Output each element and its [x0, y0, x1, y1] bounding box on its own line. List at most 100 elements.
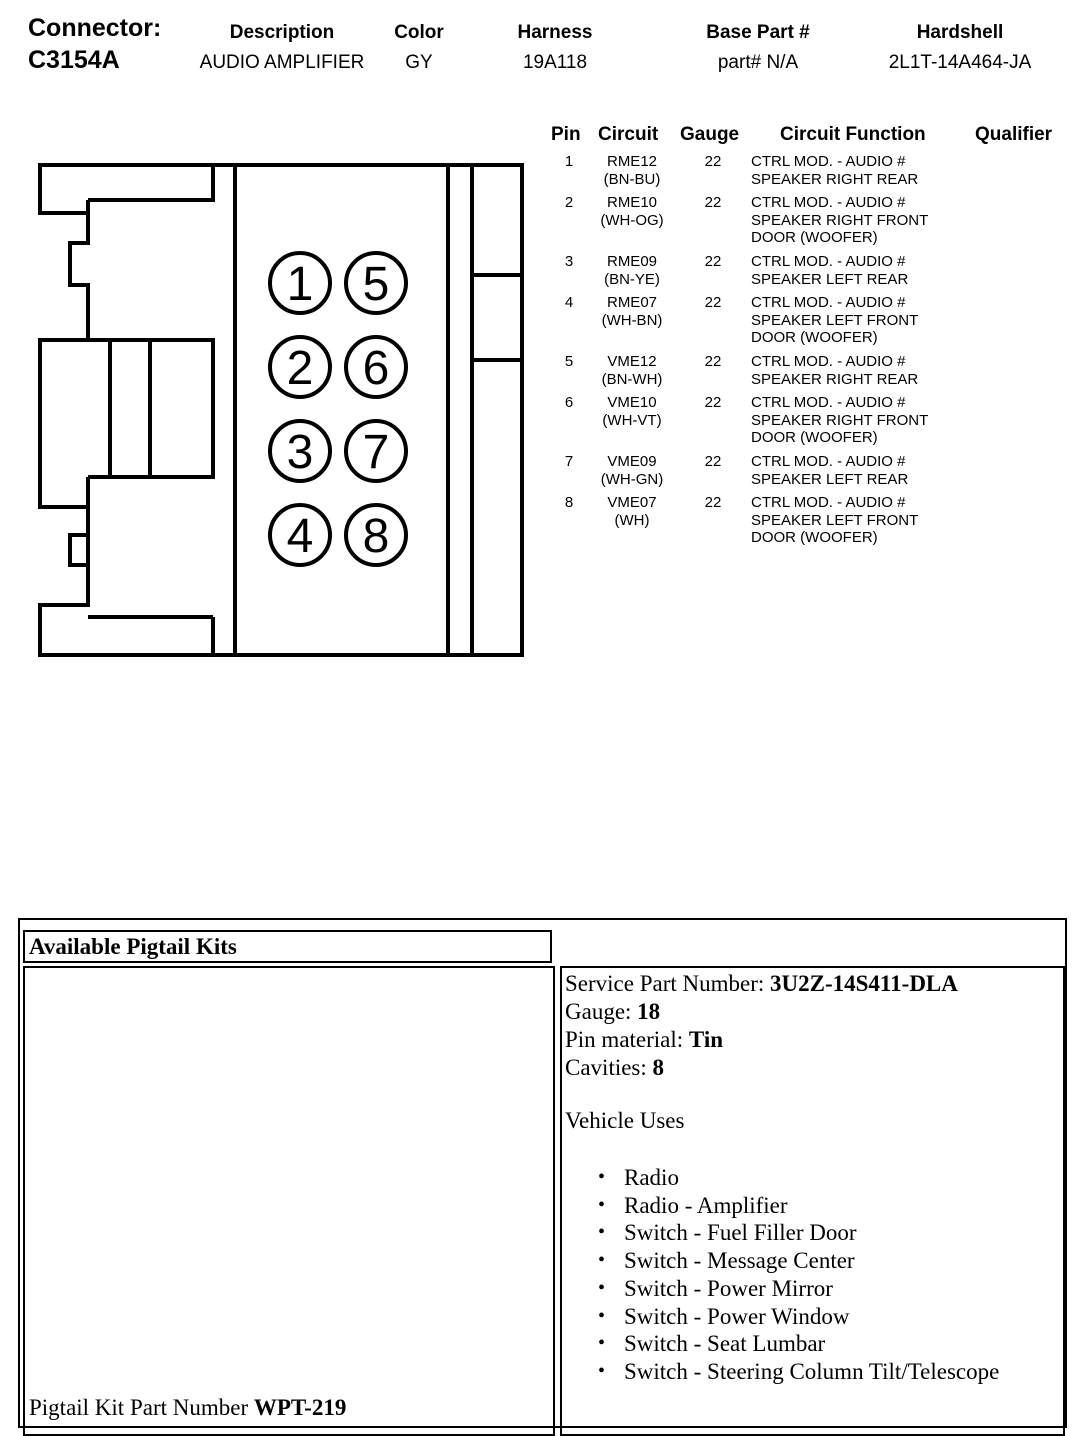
function-line: SPEAKER LEFT FRONT: [751, 511, 919, 529]
pin-gauge: 22: [704, 394, 722, 411]
vehicle-use-item: Switch - Seat Lumbar: [562, 1330, 999, 1358]
harness-value: 19A118: [522, 52, 588, 73]
pin-label-4: 4: [287, 510, 314, 563]
pin-gauge: 22: [704, 494, 722, 511]
function-line: SPEAKER LEFT REAR: [751, 470, 909, 488]
vehicle-use-item: Switch - Message Center: [562, 1247, 999, 1275]
hardshell-value: 2L1T-14A464-JA: [888, 52, 1032, 73]
pin-label-6: 6: [363, 342, 390, 395]
pin-circuit: RME09(BN-YE): [592, 253, 672, 288]
pin-column-header: Pin: [551, 124, 581, 145]
function-line: SPEAKER LEFT FRONT: [751, 311, 919, 329]
connector-label: Connector:: [28, 14, 162, 42]
vehicle-use-item: Switch - Steering Column Tilt/Telescope: [562, 1358, 999, 1386]
pin-number: 3: [564, 253, 574, 270]
circuit-color: (BN-WH): [601, 370, 663, 388]
pin-number: 4: [564, 294, 574, 311]
pigtail-details-cell: Service Part Number: 3U2Z-14S411-DLA Gau…: [560, 966, 1065, 1436]
function-line: SPEAKER RIGHT REAR: [751, 170, 919, 188]
base-part-value: part# N/A: [717, 52, 799, 73]
pin-gauge: 22: [704, 194, 722, 211]
pin-circle-8: [344, 503, 408, 567]
pin-number: 7: [564, 453, 574, 470]
color-header: Color: [394, 22, 444, 43]
pin-material-line: Pin material: Tin: [565, 1026, 958, 1054]
pin-circle-4: [268, 503, 332, 567]
function-line: CTRL MOD. - AUDIO #: [751, 453, 906, 470]
circuit-color: (WH-GN): [600, 470, 664, 488]
pigtail-kit-part-number: Pigtail Kit Part Number WPT-219: [29, 1395, 346, 1421]
pigtail-kits-panel: Available Pigtail Kits Pigtail Kit Part …: [18, 918, 1067, 1436]
function-line: CTRL MOD. - AUDIO #: [751, 153, 906, 170]
function-line: CTRL MOD. - AUDIO #: [751, 494, 906, 511]
vehicle-use-item: Switch - Fuel Filler Door: [562, 1219, 999, 1247]
service-part-line: Service Part Number: 3U2Z-14S411-DLA: [565, 970, 958, 998]
pin-label-7: 7: [363, 426, 390, 479]
circuit-code: VME09: [607, 453, 657, 470]
circuit-code: VME07: [607, 494, 657, 511]
pin-gauge: 22: [704, 253, 722, 270]
pin-row: 3 RME09(BN-YE) 22 CTRL MOD. - AUDIO #SPE…: [540, 253, 1080, 294]
pin-circuit: VME12(BN-WH): [592, 353, 672, 388]
pin-circle-3: [268, 419, 332, 483]
connector-id: C3154A: [28, 46, 120, 74]
pin-number: 5: [564, 353, 574, 370]
gauge-line: Gauge: 18: [565, 998, 958, 1026]
pigtail-specs: Service Part Number: 3U2Z-14S411-DLA Gau…: [565, 970, 958, 1082]
function-line: CTRL MOD. - AUDIO #: [751, 194, 906, 211]
pin-row: 8 VME07(WH) 22 CTRL MOD. - AUDIO #SPEAKE…: [540, 494, 1080, 553]
circuit-code: RME09: [606, 253, 658, 270]
pin-circle-1: [268, 251, 332, 315]
pin-row: 7 VME09(WH-GN) 22 CTRL MOD. - AUDIO #SPE…: [540, 453, 1080, 494]
function-line: SPEAKER LEFT REAR: [751, 270, 909, 288]
pin-circle-6: [344, 335, 408, 399]
function-line: DOOR (WOOFER): [751, 529, 878, 547]
pin-row: 5 VME12(BN-WH) 22 CTRL MOD. - AUDIO #SPE…: [540, 353, 1080, 394]
pin-number: 8: [564, 494, 574, 511]
pin-circuit: RME10(WH-OG): [592, 194, 672, 229]
pin-circuit: RME07(WH-BN): [592, 294, 672, 329]
pin-circuit: RME12(BN-BU): [592, 153, 672, 188]
pin-number: 6: [564, 394, 574, 411]
pin-label-3: 3: [287, 426, 314, 479]
pin-row: 1 RME12(BN-BU) 22 CTRL MOD. - AUDIO #SPE…: [540, 153, 1080, 194]
pin-number: 2: [564, 194, 574, 211]
cavities-line: Cavities: 8: [565, 1054, 958, 1082]
circuit-code: RME12: [606, 153, 658, 170]
pin-number: 1: [564, 153, 574, 170]
pin-table: 1 RME12(BN-BU) 22 CTRL MOD. - AUDIO #SPE…: [540, 153, 1080, 553]
function-line: DOOR (WOOFER): [751, 329, 878, 347]
circuit-color: (WH-VT): [602, 411, 662, 429]
circuit-column-header: Circuit: [598, 124, 659, 145]
function-line: SPEAKER RIGHT REAR: [751, 370, 919, 388]
pin-circle-5: [344, 251, 408, 315]
function-line: CTRL MOD. - AUDIO #: [751, 394, 906, 411]
function-line: CTRL MOD. - AUDIO #: [751, 294, 906, 311]
circuit-code: VME10: [607, 394, 657, 411]
pin-circuit: VME07(WH): [592, 494, 672, 529]
vehicle-use-item: Switch - Power Window: [562, 1303, 999, 1331]
kit-label: Pigtail Kit Part Number: [29, 1395, 254, 1420]
pigtail-image-cell: Pigtail Kit Part Number WPT-219: [23, 966, 555, 1436]
qualifier-column-header: Qualifier: [975, 124, 1053, 145]
pin-label-5: 5: [363, 258, 390, 311]
gauge-value: 18: [637, 999, 661, 1024]
vehicle-use-item: Radio: [562, 1164, 999, 1192]
pin-function: CTRL MOD. - AUDIO #SPEAKER LEFT REAR: [751, 253, 981, 288]
pin-circuit: VME09(WH-GN): [592, 453, 672, 488]
circuit-color: (WH-OG): [600, 211, 664, 229]
description-value: AUDIO AMPLIFIER: [199, 52, 365, 73]
color-value: GY: [405, 52, 433, 73]
pin-row: 2 RME10(WH-OG) 22 CTRL MOD. - AUDIO #SPE…: [540, 194, 1080, 253]
kit-number: WPT-219: [253, 1395, 347, 1420]
pin-gauge: 22: [704, 453, 722, 470]
pigtail-kits-header: Available Pigtail Kits: [23, 930, 552, 963]
function-line: DOOR (WOOFER): [751, 429, 878, 447]
connector-diagram: 1 5 2 6 3 7 4 8: [38, 163, 524, 657]
vehicle-uses-list: Radio Radio - Amplifier Switch - Fuel Fi…: [562, 1164, 999, 1386]
function-line: DOOR (WOOFER): [751, 229, 878, 247]
cavities-label: Cavities:: [565, 1055, 653, 1080]
